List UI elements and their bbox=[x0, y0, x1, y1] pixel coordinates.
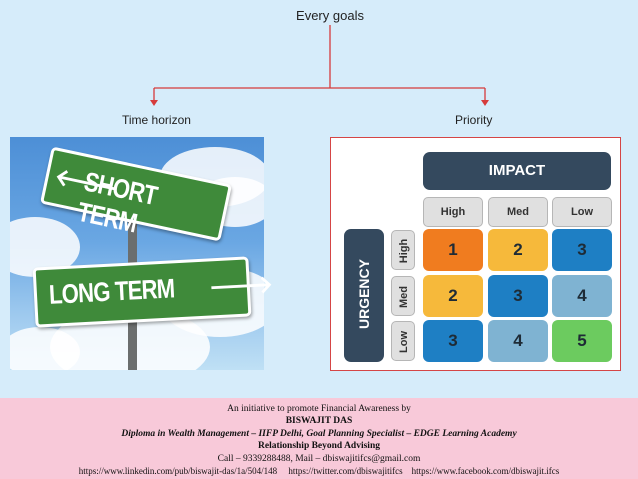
matrix-cell: 3 bbox=[423, 320, 483, 362]
matrix-cell: 2 bbox=[488, 229, 548, 271]
root-node-label: Every goals bbox=[296, 8, 364, 23]
urgency-level-low: Low bbox=[391, 321, 415, 361]
matrix-cell: 2 bbox=[423, 275, 483, 317]
impact-level-med: Med bbox=[488, 197, 548, 227]
branch-label-time-horizon: Time horizon bbox=[122, 113, 191, 127]
footer-credentials: Diploma in Wealth Management – IIFP Delh… bbox=[121, 429, 517, 439]
impact-level-high: High bbox=[423, 197, 483, 227]
matrix-cell: 4 bbox=[552, 275, 612, 317]
long-term-sign: LONG TERM 🡒 bbox=[32, 256, 274, 328]
urgency-header: URGENCY bbox=[344, 229, 384, 362]
matrix-cell: 3 bbox=[488, 275, 548, 317]
matrix-cell: 5 bbox=[552, 320, 612, 362]
urgency-level-med: Med bbox=[391, 276, 415, 316]
urgency-level-low-label: Low bbox=[398, 331, 410, 353]
footer-tagline: Relationship Beyond Advising bbox=[258, 441, 380, 451]
matrix-cell: 1 bbox=[423, 229, 483, 271]
matrix-cell: 4 bbox=[488, 320, 548, 362]
impact-level-low: Low bbox=[552, 197, 612, 227]
footer-contact: Call – 9339288488, Mail – dbiswajitifcs@… bbox=[217, 454, 421, 464]
footer-line-initiative: An initiative to promote Financial Aware… bbox=[227, 404, 411, 414]
matrix-cell: 3 bbox=[552, 229, 612, 271]
long-term-text: LONG TERM bbox=[48, 273, 176, 310]
footer: An initiative to promote Financial Aware… bbox=[0, 398, 638, 479]
urgency-level-high: High bbox=[391, 230, 415, 270]
urgency-label: URGENCY bbox=[356, 259, 372, 330]
footer-author-name: BISWAJIT DAS bbox=[285, 416, 353, 426]
impact-header: IMPACT bbox=[423, 152, 611, 190]
urgency-level-high-label: High bbox=[398, 238, 410, 264]
right-arrow-icon: 🡒 bbox=[208, 271, 274, 302]
footer-links: https://www.linkedin.com/pub/biswajit-da… bbox=[78, 466, 560, 476]
connector-lines bbox=[150, 25, 489, 106]
branch-label-priority: Priority bbox=[455, 113, 493, 127]
urgency-level-med-label: Med bbox=[398, 286, 410, 308]
